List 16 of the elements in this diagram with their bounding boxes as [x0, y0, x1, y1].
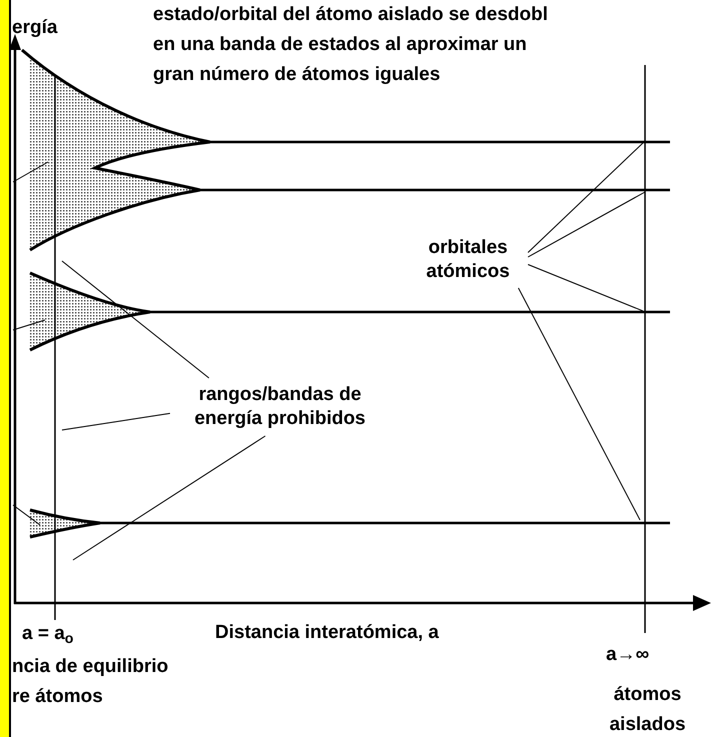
axis-label: Distancia interatómica, a: [215, 621, 440, 645]
axis-label: ncia de equilibrio re átomos: [12, 655, 170, 709]
axis-label: a = a$_{o}$: [22, 622, 75, 648]
leader-line: [72, 436, 266, 560]
axis-label: a→∞: [606, 643, 650, 667]
axis-label: ergía: [12, 16, 58, 40]
leader-line: [528, 264, 644, 312]
callout-text: rangos/bandas de energía prohibidos: [170, 378, 390, 436]
leader-line: [62, 412, 170, 430]
axis-label: estado/orbital del átomo aislado se desdobl en una banda de estados al aproximar un gran número de átomos iguales: [153, 3, 549, 87]
leader-line: [528, 140, 646, 253]
callout-text: orbitales atómicos: [408, 232, 528, 288]
leader-line: [62, 260, 210, 378]
axis-label: átomos aislados: [608, 683, 687, 737]
leader-line: [518, 288, 640, 520]
leader-line: [528, 192, 646, 258]
